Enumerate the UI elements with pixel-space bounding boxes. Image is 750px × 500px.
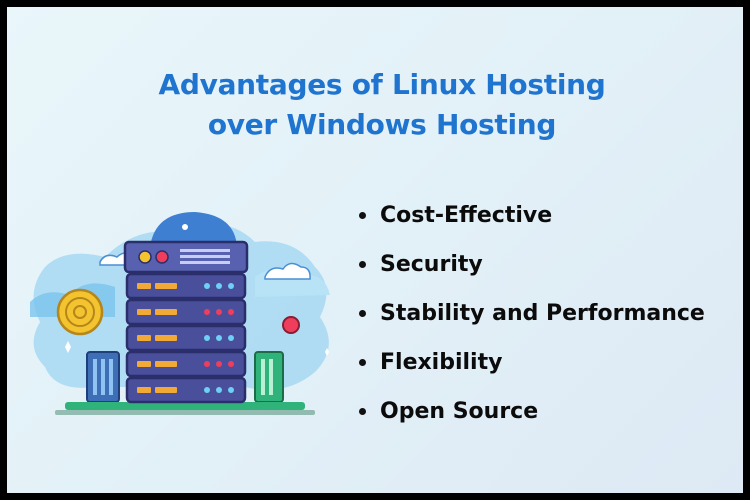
- bullet-icon: [359, 310, 366, 317]
- list-item: Cost-Effective: [359, 191, 705, 240]
- bullet-icon: [359, 212, 366, 219]
- bullet-icon: [359, 359, 366, 366]
- advantage-label: Open Source: [380, 398, 539, 424]
- bullet-icon: [359, 261, 366, 268]
- list-item: Open Source: [359, 387, 705, 436]
- advantage-label: Stability and Performance: [380, 300, 705, 326]
- advantage-label: Security: [380, 251, 483, 277]
- title-line-1: Advantages of Linux Hosting: [158, 68, 606, 101]
- advantage-label: Flexibility: [380, 349, 503, 375]
- list-item: Stability and Performance: [359, 289, 705, 338]
- list-item: Flexibility: [359, 338, 705, 387]
- title-line-2: over Windows Hosting: [207, 108, 557, 141]
- advantages-list: Cost-Effective Security Stability and Pe…: [359, 191, 705, 436]
- list-item: Security: [359, 240, 705, 289]
- advantage-label: Cost-Effective: [380, 202, 553, 228]
- server-rack-icon: [30, 212, 330, 415]
- bullet-icon: [359, 408, 366, 415]
- page-title: Advantages of Linux Hosting over Windows…: [7, 65, 743, 145]
